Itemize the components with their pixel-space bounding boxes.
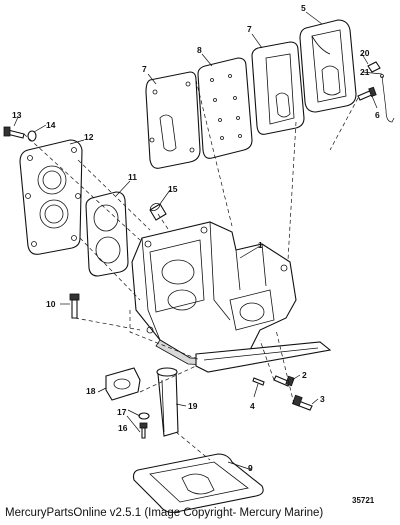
exhaust-cover-5 [299,19,357,113]
tube-19 [156,367,179,437]
cylinder-block-1 [131,221,297,367]
callout-19: 19 [188,401,198,411]
callout-18: 18 [86,386,96,396]
pin-4 [252,377,265,386]
screw-3 [291,394,313,411]
alignment-lines [23,79,359,461]
gasket-7-right [251,41,305,135]
callout-5: 5 [301,3,306,13]
callout-20: 20 [360,48,370,58]
callout-6: 6 [375,110,380,120]
callout-2: 2 [302,370,307,380]
cylinder-head-12 [19,139,83,255]
callout-16: 16 [118,423,128,433]
callout-12: 12 [84,132,94,142]
callout-21: 21 [360,67,370,77]
callout-labels: 1 2 3 4 5 6 7 7 8 9 10 11 12 13 14 15 16… [12,3,380,473]
copyright-footer: MercuryPartsOnline v2.5.1 (Image Copyrig… [5,507,324,519]
gasket-7-left [145,71,201,169]
callout-15: 15 [168,184,178,194]
leader-lines [13,11,383,471]
dowel-pin-15 [149,202,167,221]
head-gasket-11 [85,191,129,277]
screw-2 [273,375,295,387]
callout-11: 11 [128,172,137,182]
plate-8 [197,57,253,159]
screw-16 [139,422,148,439]
screw-10 [69,293,80,319]
callout-13: 13 [12,110,22,120]
callout-7-right: 7 [247,24,252,34]
callout-9: 9 [248,463,253,473]
seal-housing-18 [105,367,141,401]
clip-20 [367,61,381,73]
link-rod-21 [380,74,395,123]
callout-3: 3 [320,394,325,404]
screw-6 [357,86,377,101]
base-gasket-9 [132,453,264,513]
callout-8: 8 [197,45,202,55]
callout-14: 14 [46,120,56,130]
washer-14 [27,130,37,142]
callout-7-left: 7 [142,64,147,74]
callout-10: 10 [46,299,56,309]
washer-17 [138,412,150,420]
figure-number: 35721 [352,496,375,505]
screw-13 [3,126,25,139]
callout-17: 17 [117,407,127,417]
callout-1: 1 [258,240,263,250]
block-base-flange [195,341,332,373]
callout-4: 4 [250,401,255,411]
